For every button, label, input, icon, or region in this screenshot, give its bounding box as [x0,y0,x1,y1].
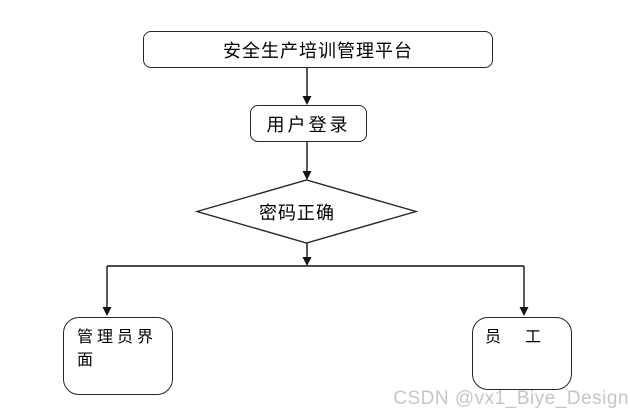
node-platform-title: 安全生产培训管理平台 [143,31,493,68]
arrowhead-down-icon [302,96,312,105]
arrowhead-down-icon [302,257,312,266]
connector-branch-to-admin [102,266,112,316]
connector-decision-to-branch [302,243,312,266]
connector-branch-to-employee [519,266,529,316]
arrowhead-down-icon [302,171,312,180]
csdn-watermark: CSDN @vx1_Biye_Design [393,388,629,409]
connector-login-to-decision [302,142,312,180]
arrowhead-down-icon [519,307,529,316]
decision-diamond [194,179,419,244]
node-employee: 员 工 [472,317,572,390]
connector-platform-to-login [302,68,312,105]
node-admin-interface: 管理员界面 [63,317,173,395]
arrowhead-down-icon [102,307,112,316]
node-user-login: 用户登录 [250,105,367,142]
decision-password-correct-label: 密码正确 [259,202,335,223]
